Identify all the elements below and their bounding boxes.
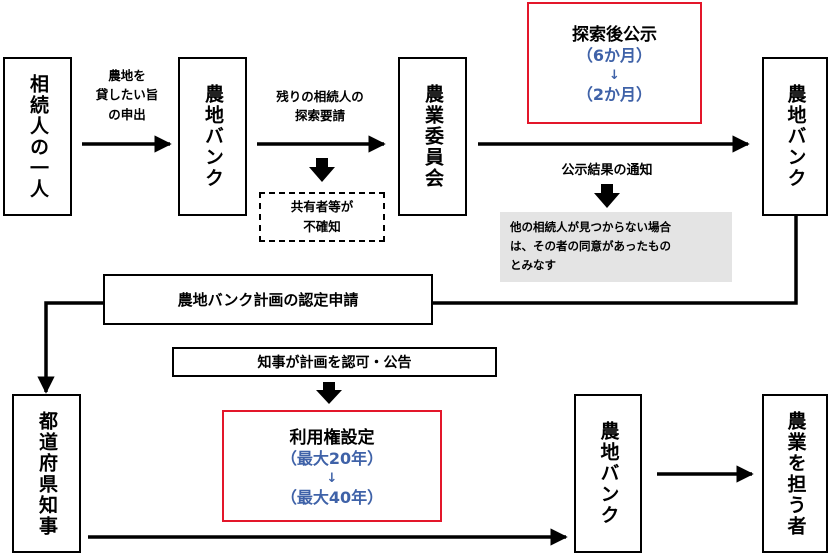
node-bank1: 農地バンク [178, 57, 247, 216]
right-setting-after: （最大40年） [280, 488, 384, 508]
label-notice: 公示結果の通知 [561, 163, 653, 178]
label-lend-intent: 農地を 貸したい旨 の申出 [95, 68, 159, 122]
public-notice-before: （6か月） [576, 46, 653, 66]
down-arrow-notice [594, 184, 620, 208]
node-bank1-label: 農地バンク [202, 84, 224, 189]
node-governor-label: 都道府県知事 [36, 410, 58, 537]
node-bank2: 農地バンク [762, 57, 828, 216]
node-individual-label: 相続人の一人 [27, 73, 49, 200]
node-bank2-label: 農地バンク [784, 84, 807, 189]
down-arrow-approval [316, 382, 342, 404]
right-setting-box: 利用権設定 （最大20年） ↓ （最大40年） [222, 410, 442, 522]
right-setting-arrow: ↓ [326, 470, 338, 486]
node-bank3-label: 農地バンク [597, 421, 620, 526]
approval-label: 知事が計画を認可・公告 [257, 355, 412, 371]
right-setting-title: 利用権設定 [289, 428, 375, 449]
label-search-request: 残りの相続人の 探索要請 [276, 89, 364, 124]
co-owners-unknown-box: 共有者等が 不確知 [259, 192, 385, 242]
public-notice-after: （2か月） [576, 85, 653, 105]
public-notice-arrow: ↓ [609, 67, 620, 83]
node-bank3: 農地バンク [574, 394, 642, 553]
node-individual: 相続人の一人 [3, 57, 72, 216]
node-committee-label: 農業委員会 [422, 84, 444, 189]
node-farmer: 農業を担う者 [762, 394, 828, 553]
node-farmer-label: 農業を担う者 [784, 410, 807, 537]
plan-application-label: 農地バンク計画の認定申請 [177, 291, 359, 309]
right-setting-before: （最大20年） [280, 449, 384, 469]
public-notice-box: 探索後公示 （6か月） ↓ （2か月） [527, 2, 702, 124]
approval-box: 知事が計画を認可・公告 [172, 347, 497, 377]
node-governor: 都道府県知事 [12, 394, 81, 553]
node-committee: 農業委員会 [398, 57, 467, 216]
down-arrow-co-owners [309, 158, 335, 182]
plan-application-box: 農地バンク計画の認定申請 [103, 274, 433, 325]
public-notice-title: 探索後公示 [572, 25, 657, 46]
consent-note: 他の相続人が見つからない場合 は、その者の同意があったもの とみなす [500, 212, 732, 282]
